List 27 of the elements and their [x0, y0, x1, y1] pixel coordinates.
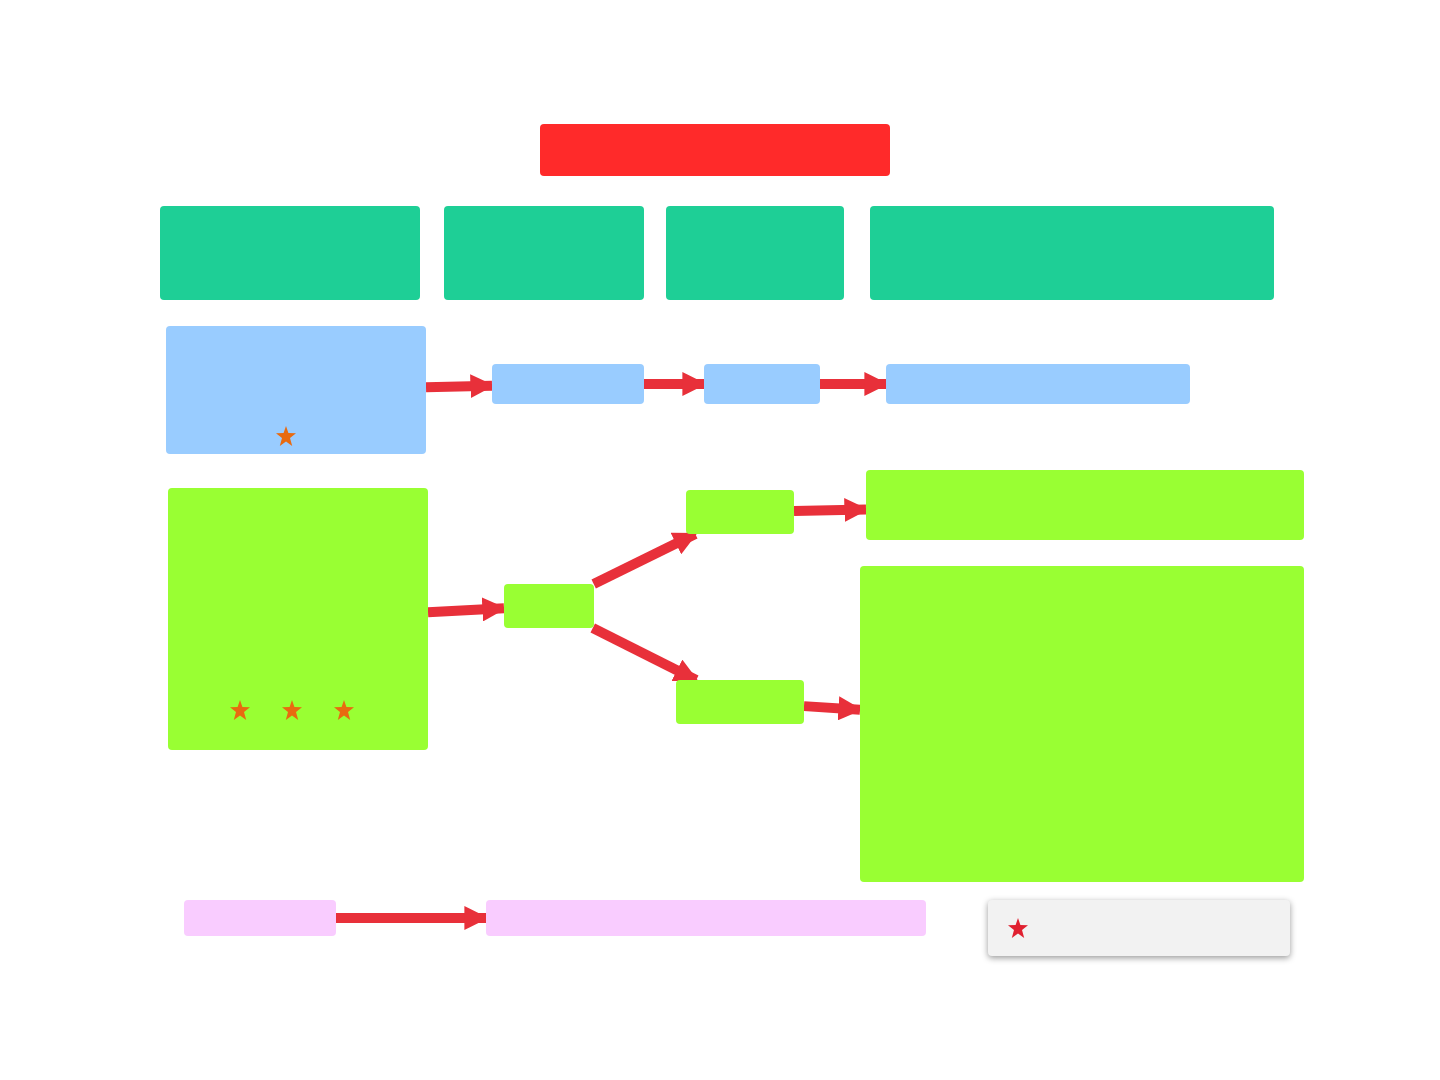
header-box: [870, 206, 1274, 300]
process-box: [486, 900, 926, 936]
arrow: [427, 597, 507, 622]
process-box: [166, 326, 426, 454]
process-box: [886, 364, 1190, 404]
process-box: [866, 470, 1304, 540]
process-box: [686, 490, 794, 534]
process-box: [504, 584, 594, 628]
header-box: [666, 206, 844, 300]
header-box: [444, 206, 644, 300]
title-box: [540, 124, 890, 176]
process-box: [492, 364, 644, 404]
arrow: [590, 623, 699, 685]
arrow: [793, 497, 869, 522]
arrow: [820, 372, 889, 396]
legend-box: [988, 900, 1290, 956]
header-box: [160, 206, 420, 300]
arrow: [425, 374, 495, 399]
arrow: [336, 906, 489, 930]
process-box: [704, 364, 820, 404]
process-box: [676, 680, 804, 724]
process-box: [860, 566, 1304, 882]
arrow: [591, 529, 698, 589]
arrow: [644, 372, 707, 396]
process-box: [168, 488, 428, 750]
process-box: [184, 900, 336, 936]
arrow: [803, 696, 863, 721]
